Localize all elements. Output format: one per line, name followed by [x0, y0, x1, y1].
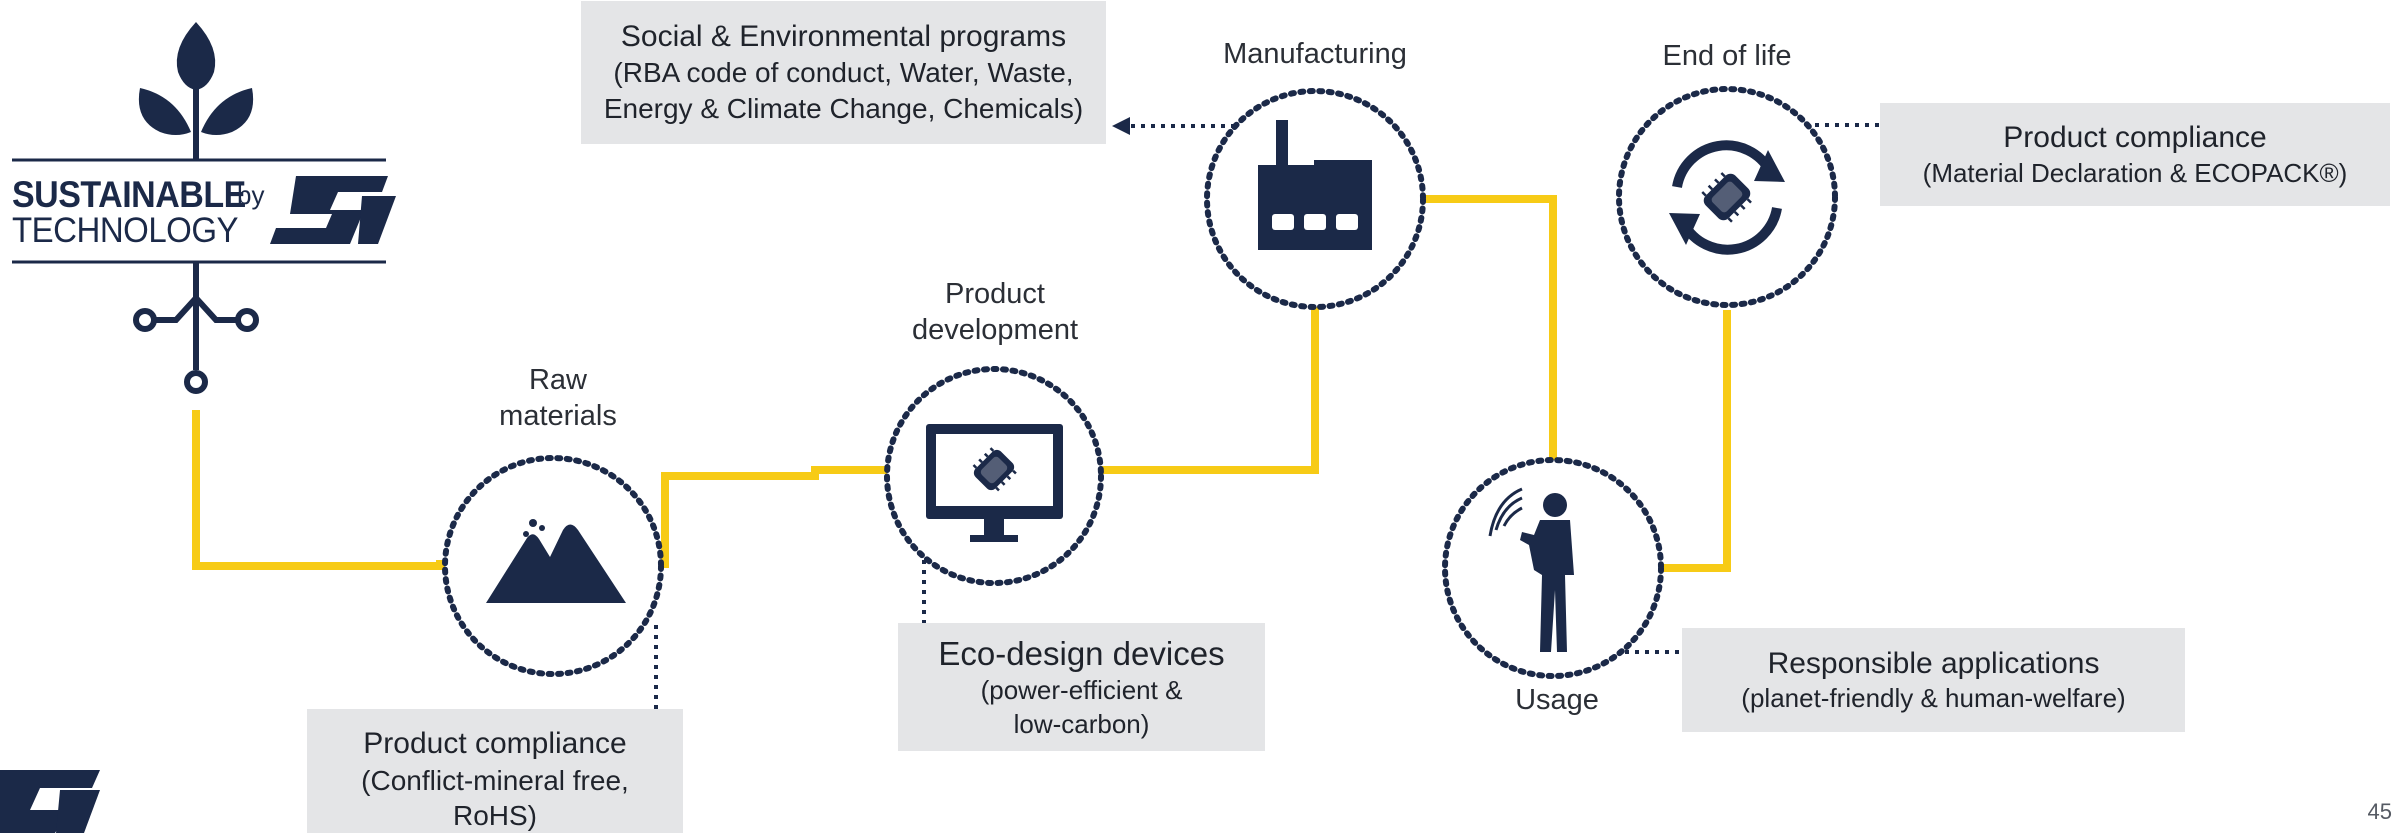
product-compliance-raw-sub2: RoHS) [452, 800, 537, 832]
eco-design-sub1: (power-efficient & [980, 675, 1183, 706]
person-phone-icon [1488, 487, 1574, 652]
eco-design-sub2: low-carbon) [1013, 708, 1150, 739]
product-compliance-raw-box: Product compliance (Conflict-mineral fre… [307, 709, 683, 833]
product-compliance-eol-sub1: (Material Declaration & ECOPACK®) [1922, 157, 2348, 188]
product-development-label: Product development [870, 276, 1120, 349]
social-environmental-sub2: Energy & Climate Change, Chemicals) [603, 93, 1084, 125]
sustainable-plant-icon [138, 22, 254, 160]
product-compliance-raw-sub1: (Conflict-mineral free, [361, 764, 629, 796]
logo-sustainable-text: SUSTAINABLE [12, 174, 246, 216]
product-compliance-eol-box: Product compliance (Material Declaration… [1880, 103, 2390, 206]
eco-design-box: Eco-design devices (power-efficient & lo… [898, 623, 1265, 751]
product-compliance-eol-title: Product compliance [2003, 121, 2267, 155]
recycle-chip-icon [1669, 140, 1785, 255]
eco-design-title: Eco-design devices [938, 635, 1225, 673]
end-of-life-label: End of life [1662, 40, 1792, 72]
monitor-chip-icon [926, 424, 1063, 542]
circuit-roots-icon [133, 262, 259, 394]
raw-materials-label-line2: materials [499, 400, 617, 433]
social-environmental-sub1: (RBA code of conduct, Water, Waste, [613, 57, 1074, 89]
factory-icon [1258, 120, 1372, 250]
responsible-applications-sub1: (planet-friendly & human-welfare) [1741, 683, 2126, 714]
page-number: 45 [2367, 799, 2392, 824]
raw-materials-label: Raw materials [453, 362, 663, 435]
responsible-applications-box: Responsible applications (planet-friendl… [1682, 628, 2185, 732]
product-development-label-line1: Product [945, 278, 1045, 310]
arrow-head-left [1112, 117, 1130, 135]
usage-label: Usage [1515, 684, 1599, 716]
logo-by-text: by [237, 180, 265, 210]
product-compliance-raw-title: Product compliance [363, 727, 627, 760]
corner-st-logo-icon [0, 770, 100, 833]
logo-technology-text: TECHNOLOGY [12, 209, 239, 250]
st-brand-mark-icon [270, 176, 396, 244]
product-development-label-line2: development [911, 314, 1079, 347]
social-environmental-box: Social & Environmental programs (RBA cod… [581, 1, 1106, 144]
manufacturing-label: Manufacturing [1223, 38, 1407, 70]
raw-materials-label-line1: Raw [528, 364, 587, 396]
responsible-applications-title: Responsible applications [1767, 646, 2100, 680]
mountains-icon [486, 519, 626, 603]
social-environmental-title: Social & Environmental programs [620, 19, 1067, 53]
